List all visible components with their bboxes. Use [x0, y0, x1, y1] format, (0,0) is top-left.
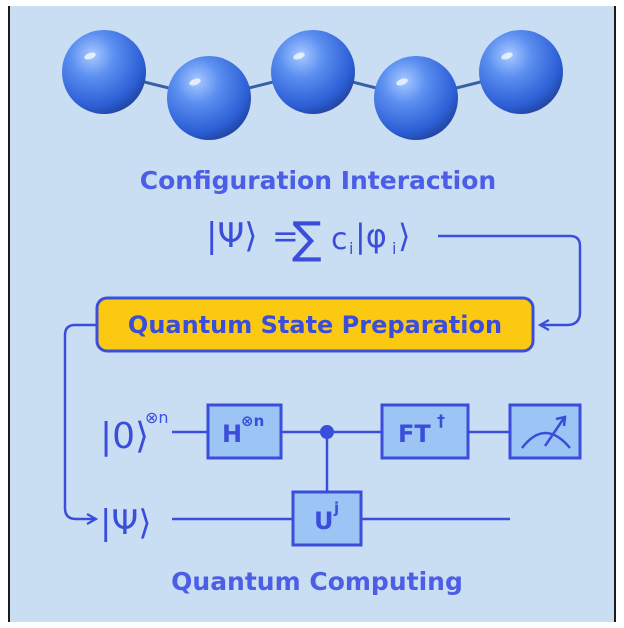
equation-coef: c	[331, 222, 348, 257]
ci-equation: |Ψ⟩ = ∑ c i |φ i ⟩	[206, 213, 410, 264]
equation-ket-close: ⟩	[398, 217, 410, 255]
atom-sphere-2	[167, 56, 251, 140]
atom-sphere-5	[479, 30, 563, 114]
unitary-gate-label: U	[314, 507, 334, 535]
equation-lhs: |Ψ⟩	[206, 216, 257, 256]
meter-icon	[508, 403, 582, 460]
inverse-fourier-gate: FT †	[380, 403, 470, 460]
control-dot	[320, 425, 334, 439]
inverse-fourier-gate-label: FT	[398, 420, 431, 448]
qubit-0-superscript: ⊗n	[145, 408, 169, 427]
prep-to-psi-arrow	[63, 323, 97, 519]
equation-sum: ∑	[292, 213, 322, 264]
inverse-fourier-gate-superscript: †	[437, 411, 445, 430]
molecule-chain	[62, 30, 563, 140]
equation-to-prep-arrow	[438, 234, 582, 325]
atom-sphere-3	[271, 30, 355, 114]
unitary-gate-superscript: j	[333, 499, 339, 517]
prep-box-label: Quantum State Preparation	[128, 311, 502, 339]
hadamard-gate-label: H	[222, 420, 242, 448]
equation-ket: |φ	[355, 217, 387, 255]
hadamard-gate-superscript: ⊗n	[241, 412, 264, 430]
qubit-1-ket: |Ψ⟩	[100, 503, 151, 543]
qubit-0-ket: |0⟩	[100, 416, 149, 457]
unitary-gate: U j	[291, 490, 363, 547]
equation-equals: =	[272, 217, 299, 255]
hadamard-gate: H ⊗n	[206, 403, 283, 460]
equation-ket-subscript: i	[392, 239, 396, 258]
quantum-state-preparation-box: Quantum State Preparation	[95, 296, 535, 353]
configuration-interaction-title: Configuration Interaction	[140, 166, 496, 195]
quantum-computing-title: Quantum Computing	[171, 567, 463, 596]
equation-coef-subscript: i	[349, 239, 353, 258]
atom-sphere-1	[62, 30, 146, 114]
atom-sphere-4	[374, 56, 458, 140]
